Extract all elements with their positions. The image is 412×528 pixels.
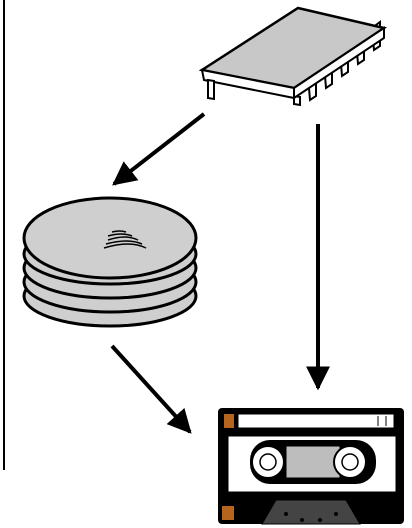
cassette-tape-icon (218, 408, 404, 525)
disk-platter-stack-icon (22, 196, 198, 328)
cassette-accent-top (224, 414, 234, 428)
platter-grooves (103, 230, 147, 249)
cassette-label (237, 413, 395, 429)
right-reel (333, 445, 367, 479)
arrow-chip-to-disks (112, 112, 206, 186)
cassette-accent-bottom (222, 506, 234, 520)
cassette-bottom-guide (261, 499, 361, 525)
arrow-disks-to-cassette (110, 344, 192, 434)
platter-1 (22, 196, 198, 280)
ram-chip-icon (198, 6, 388, 107)
left-reel (251, 445, 285, 479)
chip-side-face (293, 26, 385, 100)
chip-front-pins (207, 78, 301, 107)
